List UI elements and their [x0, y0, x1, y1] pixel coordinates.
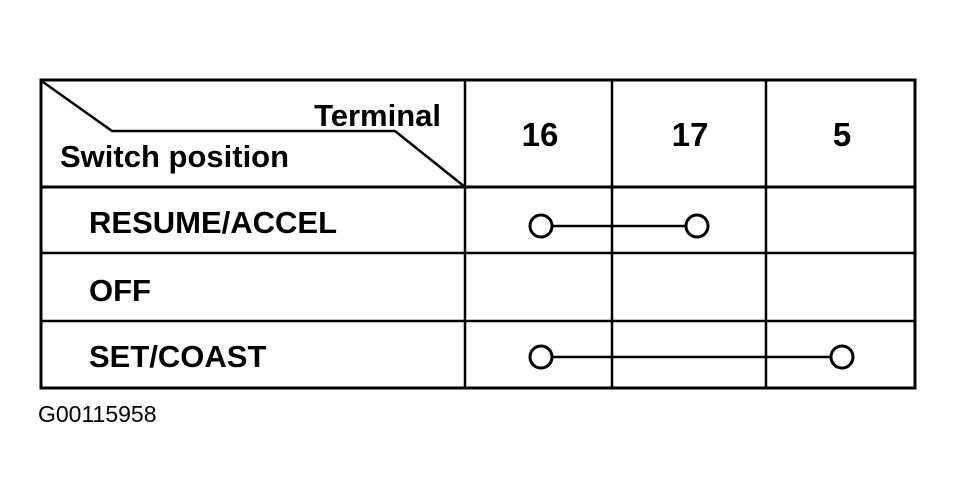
terminal-16-header: 16 [522, 116, 559, 153]
continuity-marks [528, 213, 855, 370]
switch-position-header-label: Switch position [60, 139, 289, 174]
figure-id: G00115958 [38, 401, 157, 427]
row-label-resume-accel: RESUME/ACCEL [89, 205, 337, 240]
row-label-off: OFF [89, 273, 151, 308]
continuity-terminal-17-circle [684, 213, 710, 239]
continuity-terminal-5-circle [829, 344, 855, 370]
row-label-set-coast: SET/COAST [89, 339, 266, 374]
header-diagonal [42, 80, 466, 188]
table-border [39, 78, 917, 390]
continuity-terminal-16-circle [528, 344, 554, 370]
continuity-terminal-16-circle [528, 213, 554, 239]
terminal-17-header: 17 [672, 116, 709, 153]
terminal-5-header: 5 [833, 116, 851, 153]
terminal-header-label: Terminal [314, 98, 441, 133]
